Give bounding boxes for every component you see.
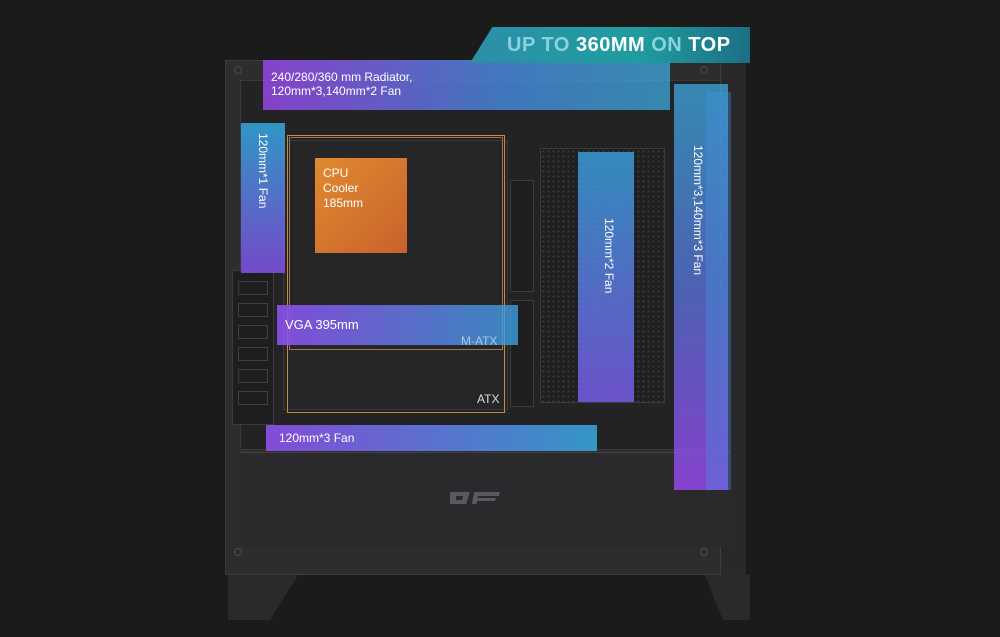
headline-part1: UP TO — [507, 34, 570, 56]
screw-icon — [234, 548, 242, 556]
cpu-cooler-zone: CPU Cooler 185mm — [315, 158, 407, 253]
atx-label: ATX — [477, 392, 500, 406]
headline-part4: TOP — [688, 34, 731, 56]
cpu-label-line1: CPU — [323, 166, 349, 180]
bottom-fan-zone: 120mm*3 Fan — [266, 425, 597, 451]
case-foot-left — [228, 575, 298, 620]
headline-banner — [470, 27, 750, 63]
rear-fan-zone — [241, 123, 285, 273]
expansion-slot — [238, 391, 268, 405]
headline-part3: ON — [651, 34, 683, 56]
expansion-slot — [238, 303, 268, 317]
vga-label: VGA 395mm — [285, 317, 359, 332]
cpu-label-line2: Cooler — [323, 181, 359, 195]
front-fan-zone-inner — [706, 92, 731, 490]
headline-text: UP TO 360MM ON TOP — [507, 34, 731, 57]
side-fan-label: 120mm*2 Fan — [602, 218, 616, 294]
darkflash-logo-icon — [448, 488, 502, 513]
expansion-slots — [232, 270, 274, 425]
case-foot-right — [705, 575, 750, 620]
top-radiator-label-line1: 240/280/360 mm Radiator, — [271, 70, 413, 84]
matx-label: M-ATX — [461, 334, 498, 348]
atx-outline — [287, 135, 505, 413]
screw-icon — [234, 66, 242, 74]
expansion-slot — [238, 281, 268, 295]
headline-part2: 360MM — [575, 34, 646, 56]
expansion-slot — [238, 347, 268, 361]
bottom-fan-label: 120mm*3 Fan — [279, 431, 355, 445]
top-radiator-label-line2: 120mm*3,140mm*2 Fan — [271, 84, 402, 98]
front-fan-zone — [674, 84, 728, 490]
front-fan-label: 120mm*3,140mm*3 Fan — [691, 145, 705, 276]
vga-zone: VGA 395mm — [277, 305, 518, 345]
rear-fan-label: 120mm*1 Fan — [256, 133, 270, 209]
side-fan-zone — [578, 152, 634, 402]
cable-grommet — [510, 180, 534, 292]
screw-icon — [700, 66, 708, 74]
cpu-label-line3: 185mm — [323, 196, 364, 210]
top-radiator-zone: 240/280/360 mm Radiator, 120mm*3,140mm*2… — [263, 60, 670, 110]
expansion-slot — [238, 369, 268, 383]
expansion-slot — [238, 325, 268, 339]
matx-outline — [289, 137, 503, 350]
screw-icon — [700, 548, 708, 556]
